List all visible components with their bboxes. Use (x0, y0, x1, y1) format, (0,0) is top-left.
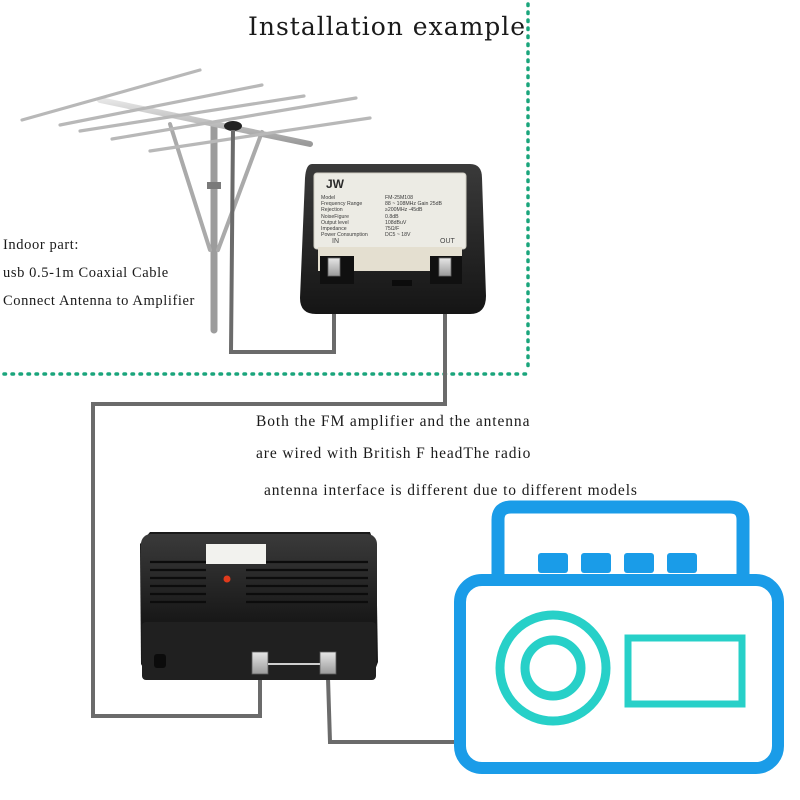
outdoor-boundary (2, 2, 530, 376)
spec-row: Frequency Range 88 ~ 108MHz Gain 25dB (321, 201, 461, 207)
cable-outdoor-to-indoor-amplifier (91, 272, 447, 718)
radio-button (667, 553, 697, 573)
f-connector-right (319, 651, 337, 675)
spec-key: NoiseFigure (321, 213, 349, 220)
outdoor-amplifier-brand: JW (326, 177, 344, 191)
wiring-note-line-1: Both the FM amplifier and the antenna (256, 413, 531, 430)
spec-key: Impedance (321, 226, 347, 233)
spec-row: Rejection ≥200MHz -45dB (321, 207, 461, 213)
spec-key: Power Consumption (321, 232, 368, 239)
indoor-amplifier-front (142, 622, 376, 680)
radio-speaker-outer (495, 610, 611, 726)
spec-value: 88 ~ 108MHz Gain 25dB (385, 201, 442, 208)
f-connector-in (327, 257, 341, 277)
dc-power-jack (154, 654, 166, 668)
spec-row: Model FM-25M108 (321, 195, 461, 201)
radio-button (538, 553, 568, 573)
radio-body (454, 574, 784, 774)
spec-value: FM-25M108 (385, 195, 413, 201)
antenna-brace-left (168, 122, 212, 252)
indoor-amplifier (140, 532, 378, 680)
port-label-in: IN (332, 238, 339, 245)
indoor-note-line-1: Indoor part: (3, 237, 80, 253)
indoor-amplifier-sticker (206, 544, 266, 564)
antenna-brace-right (216, 130, 264, 252)
antenna-element (20, 68, 202, 122)
outdoor-amplifier (300, 164, 486, 314)
radio-speaker-inner (520, 635, 586, 701)
power-led (223, 575, 231, 583)
indoor-note-line-2: usb 0.5-1m Coaxial Cable (3, 265, 169, 281)
vent-grille-left (150, 560, 206, 604)
antenna-connector (224, 121, 242, 131)
yagi-antenna (20, 68, 372, 334)
radio-tuner-display (624, 634, 746, 708)
page-title: Installation example (248, 12, 527, 41)
indoor-amplifier-top (141, 534, 377, 628)
spec-row: Impedance 75Ω/F (321, 226, 461, 232)
wiring-note-line-3: antenna interface is different due to di… (264, 482, 638, 499)
antenna-element (110, 96, 358, 141)
radio-button (581, 553, 611, 573)
spec-value: 0.8dB (385, 213, 399, 220)
spec-value: 75Ω/F (385, 226, 400, 233)
port-label-out: OUT (440, 238, 455, 245)
radio-button (624, 553, 654, 573)
mast-clamp (207, 182, 221, 189)
wiring-note-line-2: are wired with British F headThe radio (256, 445, 532, 462)
indoor-note-line-3: Connect Antenna to Amplifier (3, 293, 195, 309)
spec-key: Model (321, 195, 336, 201)
antenna-element (58, 83, 264, 127)
spec-value: ≥200MHz -45dB (385, 207, 423, 214)
antenna-element (78, 94, 306, 133)
antenna-element (148, 116, 372, 153)
spec-key: Output level (321, 219, 349, 226)
vent-grille-right (246, 560, 368, 604)
spec-key: Rejection (321, 207, 343, 214)
radio-handle (491, 500, 750, 576)
spec-value: 108dBuV (385, 219, 407, 226)
spec-row: Output level 108dBuV (321, 220, 461, 226)
cable-amplifier-to-radio (326, 677, 462, 744)
spec-value: DC5 ~ 18V (385, 232, 411, 239)
housing-mount-slot (392, 280, 412, 286)
f-connector-out (438, 257, 452, 277)
radio-icon (454, 500, 784, 774)
f-connector-left (251, 651, 269, 675)
spec-key: Frequency Range (321, 201, 363, 208)
spec-row: Power Consumption DC5 ~ 18V (321, 232, 461, 238)
spec-row: NoiseFigure 0.8dB (321, 214, 461, 220)
